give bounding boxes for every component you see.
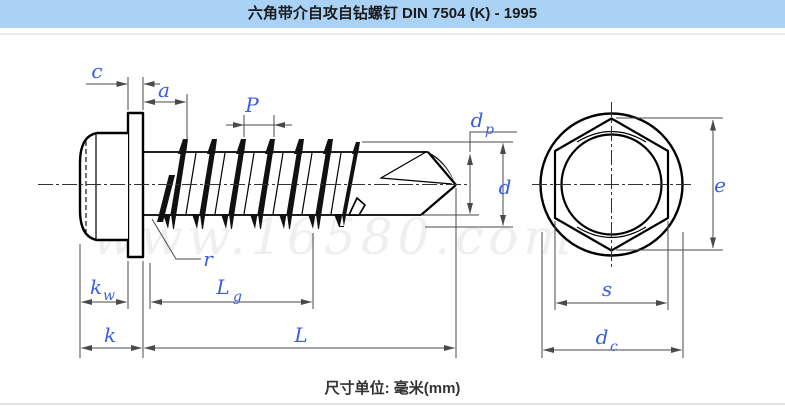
dimension-k: k [81,261,144,358]
dimension-l: L [144,188,457,358]
header-divider [0,33,785,35]
dimension-d: d [362,141,513,228]
label-kw: k [90,275,102,299]
label-dc-sub: c [610,339,618,355]
label-lg: L [215,275,229,299]
label-dp-sub: p [485,122,494,138]
label-l: L [293,323,307,347]
dimension-a: a [144,78,188,140]
dimension-e: e [616,117,726,251]
label-e: e [714,173,726,197]
hex-head [78,131,128,242]
dimension-kw: k w [79,244,129,358]
flute-notch [348,197,366,216]
label-dc: d [596,325,609,349]
unit-note: 尺寸单位: 毫米(mm) [324,380,461,397]
label-c: c [91,59,102,83]
page-title: 六角带介自攻自钻螺钉 DIN 7504 (K) - 1995 [247,5,538,22]
dimension-pitch: P [226,93,292,137]
label-a: a [158,78,170,102]
label-k: k [104,323,116,347]
dimension-s: s [554,221,669,310]
dimension-dp: d p [421,108,517,216]
label-dp: d [471,108,484,132]
drill-point [420,151,457,216]
label-lg-sub: g [233,289,242,305]
dimension-lg: L g [149,233,314,309]
dimension-c: c [86,59,160,110]
dimension-dc: d c [541,232,684,358]
centerlines [38,102,693,268]
label-d: d [499,175,512,199]
label-pitch: P [244,93,259,117]
label-kw-sub: w [103,288,115,304]
leader-r: r [151,218,214,271]
label-r: r [203,247,214,271]
title-bar: 六角带介自攻自钻螺钉 DIN 7504 (K) - 1995 [0,0,785,28]
footer-divider [0,403,785,405]
label-s: s [602,277,612,301]
